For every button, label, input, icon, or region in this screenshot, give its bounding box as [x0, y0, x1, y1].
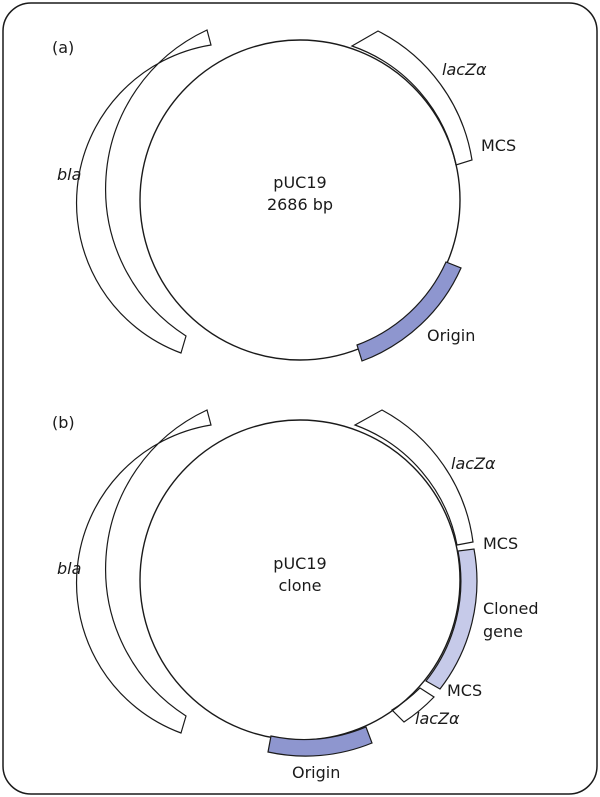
origin-segment-a [356, 261, 462, 362]
cloned-gene-label-line1: Cloned [483, 599, 539, 618]
plasmid-name-b: pUC19 [273, 554, 326, 573]
mcs-label-lower-b: MCS [447, 681, 482, 700]
origin-label-a: Origin [427, 326, 475, 345]
origin-label-b: Origin [292, 763, 340, 782]
bla-gene-arrow-a [76, 29, 212, 354]
plasmid-status-b: clone [278, 576, 321, 595]
origin-segment-b [267, 726, 373, 757]
cloned-gene-label-line2: gene [483, 622, 523, 641]
panel-b: (b) pUC19 clone bla lacZα MCS Cloned gen… [52, 409, 539, 782]
panel-b-label: (b) [52, 413, 75, 432]
lacz-label-upper-b: lacZα [451, 454, 496, 473]
bla-label-a: bla [57, 165, 81, 184]
lacz-label-lower-b: lacZα [415, 709, 460, 728]
bla-label-b: bla [57, 559, 81, 578]
cloned-gene-segment-b [425, 548, 478, 690]
mcs-label-a: MCS [481, 136, 516, 155]
plasmid-size-a: 2686 bp [267, 195, 333, 214]
lacz-gene-arrow-a [350, 30, 473, 166]
panel-a: (a) pUC19 2686 bp bla lacZα MCS Origin [52, 29, 516, 362]
bla-gene-arrow-b [76, 409, 212, 734]
plasmid-backbone-a [139, 39, 461, 361]
lacz-label-a: lacZα [442, 60, 487, 79]
panel-a-label: (a) [52, 38, 74, 57]
plasmid-name-a: pUC19 [273, 173, 326, 192]
lacz-gene-arrow-upper-b [353, 409, 474, 546]
mcs-label-upper-b: MCS [483, 534, 518, 553]
